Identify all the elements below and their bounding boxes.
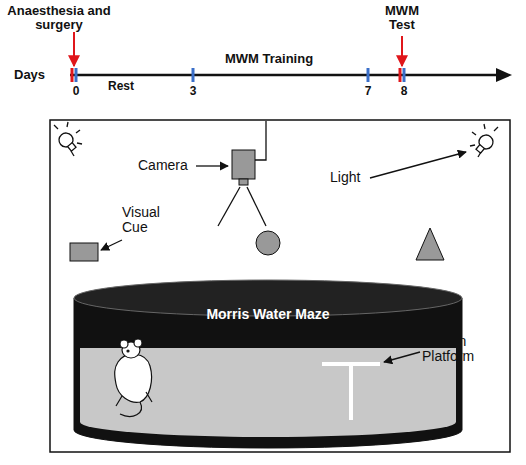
leader-line	[384, 352, 420, 362]
phase-label: MWM Training	[225, 52, 345, 66]
visual-cue-triangle	[416, 228, 444, 260]
event-label: Anaesthesia and surgery	[4, 4, 114, 33]
water	[80, 348, 456, 437]
day-number: 0	[66, 85, 86, 98]
part-label: Light	[330, 170, 370, 185]
leader-line	[101, 240, 122, 250]
mouse	[115, 339, 152, 416]
maze-title: Morris Water Maze	[72, 306, 464, 322]
day-number: 7	[358, 85, 378, 98]
lamp-right	[470, 124, 498, 157]
event-label: MWM Test	[380, 4, 424, 33]
part-label: Visual Cue	[122, 205, 174, 236]
day-number: 3	[183, 85, 203, 98]
scene-frame	[50, 120, 510, 452]
leader-line	[370, 152, 466, 178]
timeline	[70, 32, 512, 82]
visual-cue-square	[70, 243, 98, 261]
phase-label: Rest	[108, 80, 158, 93]
axis-label: Days	[14, 68, 54, 82]
hidden-platform	[322, 364, 380, 420]
visual-cue-circle	[256, 231, 280, 255]
day-number: 8	[394, 85, 414, 98]
lamp-left	[54, 122, 82, 156]
camera	[218, 121, 266, 226]
leader-line	[196, 165, 228, 166]
part-label: Camera	[138, 158, 194, 173]
part-label: Hidden Platform	[422, 334, 492, 365]
